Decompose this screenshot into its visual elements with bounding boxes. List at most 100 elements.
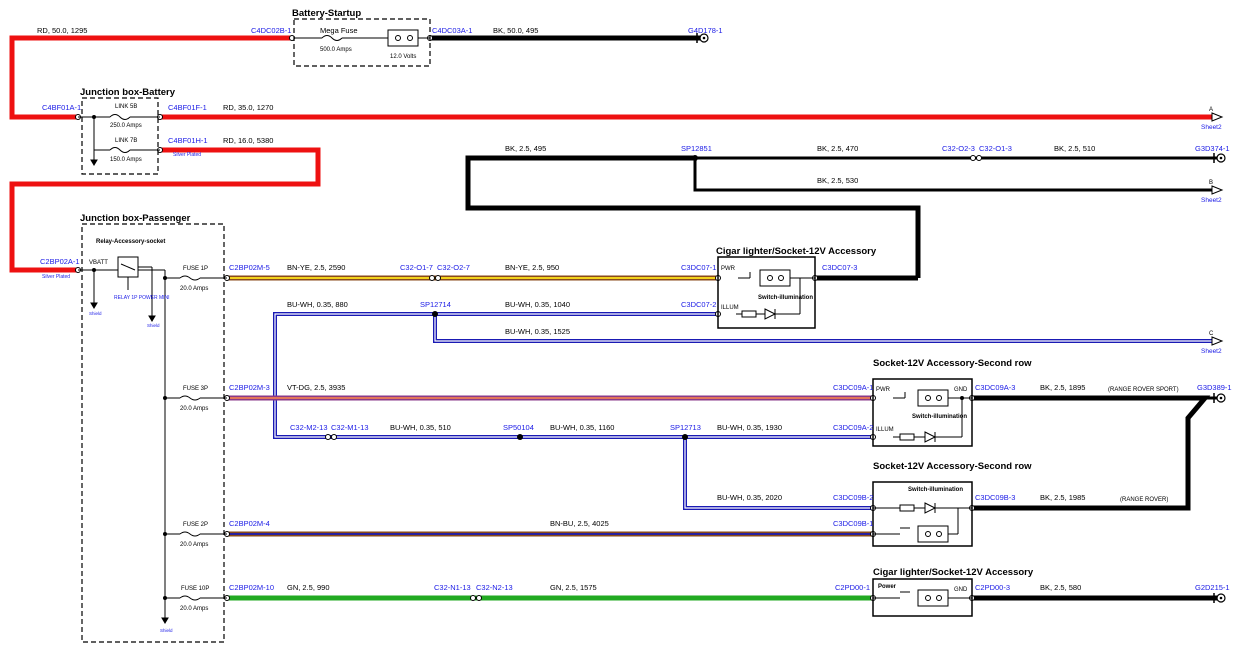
cigar-front-pwr: PWR xyxy=(721,266,736,272)
conn-c3dc09a1: C3DC09A-1 xyxy=(833,383,873,392)
fuse-1p-rating: 20.0 Amps xyxy=(180,286,208,292)
conn-sp12851: SP12851 xyxy=(681,144,712,153)
vbatt-label: VBATT xyxy=(89,260,108,266)
wire-label: BU-WH, 0.35, 2020 xyxy=(717,493,782,502)
offpage-c-sheet: Sheet2 xyxy=(1201,348,1222,355)
socket-row2-a-gnd: GND xyxy=(954,387,968,393)
wire-label: BK, 2.5, 580 xyxy=(1040,583,1081,592)
splice-dot xyxy=(682,434,688,440)
conn-c2bp02m10: C2BP02M-10 xyxy=(229,583,274,592)
socket-row2-b-internal xyxy=(873,502,972,543)
cigar-front-switch: Switch-illumination xyxy=(758,295,813,301)
conn-c32n213: C32-N2-13 xyxy=(476,583,513,592)
conn-g3d389: G3D389-1 xyxy=(1197,383,1232,392)
wire-label: GN, 2.5, 990 xyxy=(287,583,330,592)
conn-c32m213: C32-M2-13 xyxy=(290,423,328,432)
offpage-c-letter: C xyxy=(1209,331,1214,337)
box-battery-startup xyxy=(293,18,431,67)
conn-g3d374: G3D374-1 xyxy=(1195,144,1230,153)
wire-label: BK, 2.5, 495 xyxy=(505,144,546,153)
offpage-arrow-b xyxy=(1211,185,1224,195)
cigar-front-internal xyxy=(736,269,815,320)
cigar-rear-title: Cigar lighter/Socket-12V Accessory xyxy=(873,567,1034,578)
conn-c3dc073: C3DC07-3 xyxy=(822,263,857,272)
wire-label: BU-WH, 0.35, 1525 xyxy=(505,327,570,336)
box-socket-row2-b xyxy=(872,481,973,547)
conn-c3dc09b3: C3DC09B-3 xyxy=(975,493,1015,502)
junction-battery-title: Junction box-Battery xyxy=(80,87,176,98)
cigar-rear-internal xyxy=(873,589,972,607)
battery-voltage: 12.0 Volts xyxy=(390,54,416,60)
socket-row2-a-switch: Switch-illumination xyxy=(912,414,967,420)
note-range-rover: (RANGE ROVER) xyxy=(1120,497,1168,503)
socket-row2-b-switch: Switch-illumination xyxy=(908,487,963,493)
conn-c32o23: C32-O2-3 xyxy=(942,144,975,153)
offpage-b-sheet: Sheet2 xyxy=(1201,197,1222,204)
note-range-rover-sport: (RANGE ROVER SPORT) xyxy=(1108,387,1179,393)
offpage-a-letter: A xyxy=(1209,107,1213,113)
conn-c32o17: C32-O1-7 xyxy=(400,263,433,272)
ground-terminal-g4d178 xyxy=(696,33,709,43)
socket-row2-a-title: Socket-12V Accessory-Second row xyxy=(873,358,1032,369)
mega-fuse-label: Mega Fuse xyxy=(320,26,358,35)
conn-c2bp02m3: C2BP02M-3 xyxy=(229,383,270,392)
cigar-front-title: Cigar lighter/Socket-12V Accessory xyxy=(716,246,877,257)
fuse-2p-rating: 20.0 Amps xyxy=(180,542,208,548)
offpage-a-sheet: Sheet2 xyxy=(1201,124,1222,131)
note-silver-plated-2: Silver Plated xyxy=(42,274,70,280)
conn-g4d178: G4D178-1 xyxy=(688,26,723,35)
ground-terminal-g3d389 xyxy=(1213,393,1226,403)
splice-dot xyxy=(692,155,698,161)
conn-c3dc09a2: C3DC09A-2 xyxy=(833,423,873,432)
inline-connector-marks xyxy=(75,35,982,601)
wire-label: BK, 2.5, 530 xyxy=(817,176,858,185)
box-cigar-front xyxy=(717,256,816,329)
relay-title: Relay-Accessory-socket xyxy=(96,239,165,245)
wire-label: BN-YE, 2.5, 2590 xyxy=(287,263,345,272)
offpage-b-letter: B xyxy=(1209,180,1213,186)
conn-c4dc02b: C4DC02B-1 xyxy=(251,26,291,35)
junction-passenger-dots xyxy=(92,268,167,600)
shield-label: Shield xyxy=(160,628,173,633)
conn-c3dc072: C3DC07-2 xyxy=(681,300,716,309)
cigar-front-illum: ILLUM xyxy=(721,305,739,311)
conn-c4bf01h: C4BF01H-1 xyxy=(168,136,208,145)
box-socket-row2-a xyxy=(872,378,973,447)
conn-c2pd003: C2PD00-3 xyxy=(975,583,1010,592)
wire-label: BK, 2.5, 1985 xyxy=(1040,493,1085,502)
offpage-arrow-c xyxy=(1211,336,1224,346)
wire-label: BU-WH, 0.35, 1930 xyxy=(717,423,782,432)
ground-terminal-g3d374 xyxy=(1213,153,1226,163)
fuse-3p-name: FUSE 3P xyxy=(183,386,208,392)
wire-label: BU-WH, 0.35, 880 xyxy=(287,300,348,309)
wire-label: BN-YE, 2.5, 950 xyxy=(505,263,559,272)
box-junction-battery xyxy=(81,97,159,175)
wire-label: BK, 2.5, 510 xyxy=(1054,144,1095,153)
wire-label: RD, 35.0, 1270 xyxy=(223,103,273,112)
conn-c32o27: C32-O2-7 xyxy=(437,263,470,272)
cigar-rear-power: Power xyxy=(878,584,897,590)
wire-buwh xyxy=(273,312,1212,510)
wire-label: BK, 2.5, 1895 xyxy=(1040,383,1085,392)
mega-fuse-rating: 500.0 Amps xyxy=(320,47,352,53)
conn-c4dc03a: C4DC03A-1 xyxy=(432,26,472,35)
conn-c32o13: C32-O1-3 xyxy=(979,144,1012,153)
wire-label: BK, 2.5, 470 xyxy=(817,144,858,153)
cigar-rear-gnd: GND xyxy=(954,587,968,593)
junction-passenger-internal xyxy=(78,256,227,624)
conn-c4bf01f: C4BF01F-1 xyxy=(168,103,207,112)
wire-label: RD, 50.0, 1295 xyxy=(37,26,87,35)
wire-rd-5380 xyxy=(9,147,321,273)
conn-c2bp02m5: C2BP02M-5 xyxy=(229,263,270,272)
conn-c3dc09a3: C3DC09A-3 xyxy=(975,383,1015,392)
link1-label: LINK 5B xyxy=(115,104,137,110)
wire-label: VT-DG, 2.5, 3935 xyxy=(287,383,345,392)
shield-label: Shield xyxy=(89,311,102,316)
battery-startup-title: Battery-Startup xyxy=(292,8,361,19)
wire-bk-530 xyxy=(693,158,1212,192)
note-silver-plated-1: Silver Plated xyxy=(173,152,201,158)
fuse-3p-rating: 20.0 Amps xyxy=(180,406,208,412)
splice-dot xyxy=(432,311,438,317)
conn-sp12714: SP12714 xyxy=(420,300,451,309)
